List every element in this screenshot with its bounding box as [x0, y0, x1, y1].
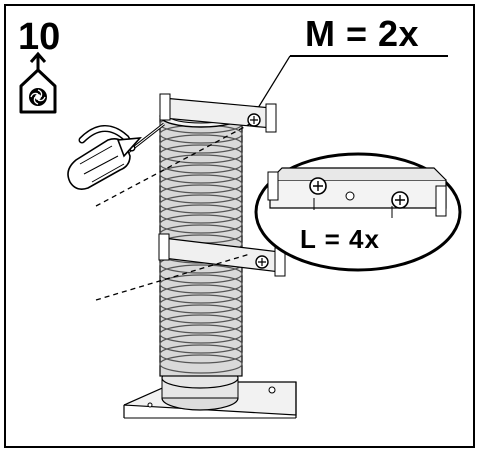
- leader-line: [257, 55, 291, 109]
- lower-bracket: [158, 233, 286, 277]
- detail-callout: [254, 152, 462, 272]
- upper-bracket: [159, 93, 277, 133]
- rotation-arrow-icon: [78, 125, 142, 158]
- quantity-detail-label: L = 4x: [300, 224, 380, 254]
- guide-line-upper: [95, 123, 251, 207]
- house-fan-icon: [19, 51, 57, 114]
- quantity-main-label: M = 2x: [305, 13, 420, 54]
- step-number: 10: [18, 16, 61, 58]
